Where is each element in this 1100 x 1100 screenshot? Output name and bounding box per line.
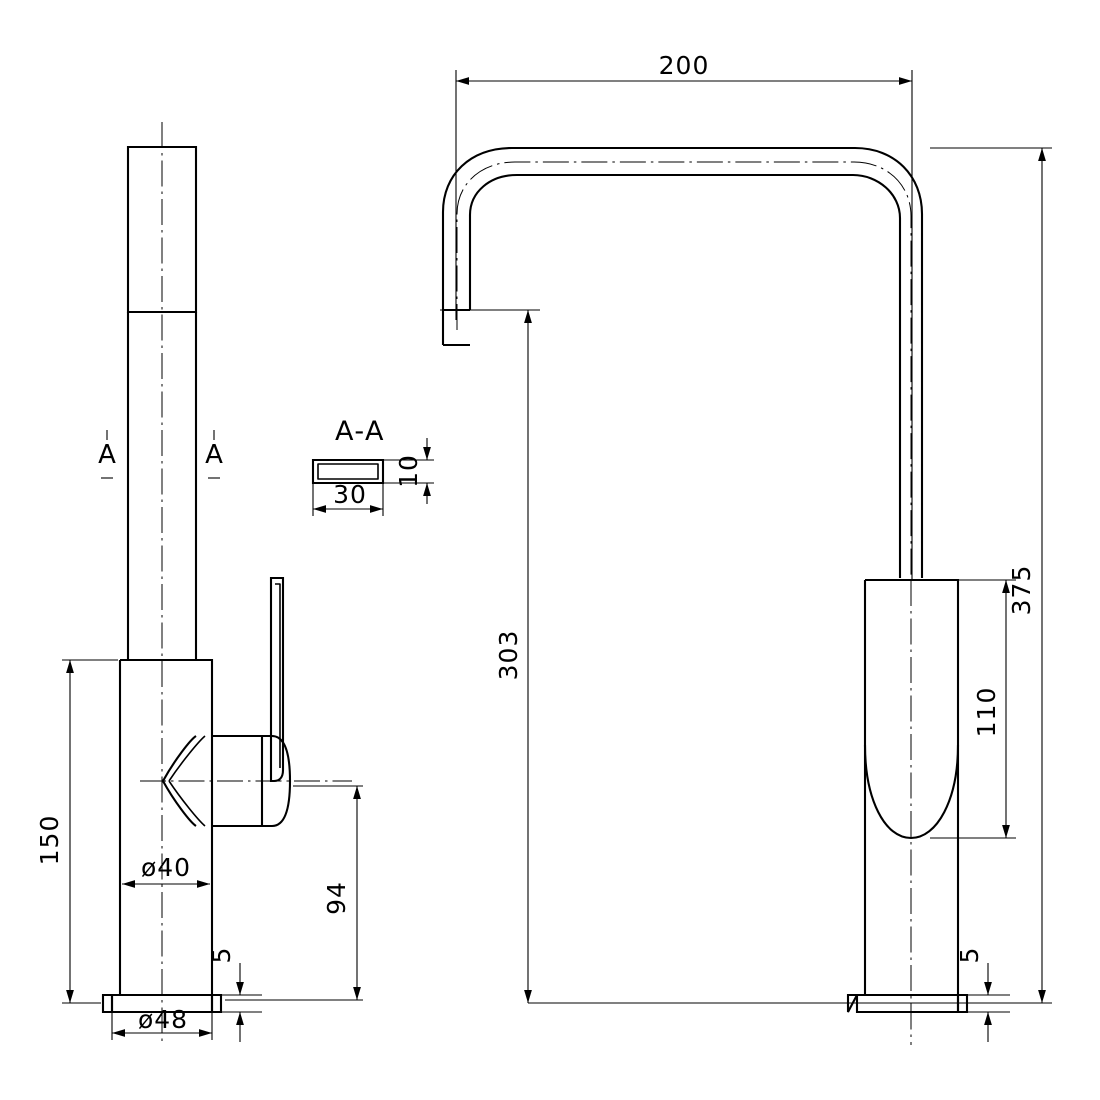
dimension-5-front: 5 [955, 947, 1010, 1042]
dimension-30-text: 30 [333, 480, 367, 509]
section-mark-right: A [205, 430, 223, 479]
section-aa-group: A-A 30 10 [311, 416, 434, 516]
side-view-lever-handle [269, 576, 285, 783]
side-view-spout-column [126, 312, 198, 660]
side-view-body-cylinder [118, 658, 214, 995]
dimension-110: 110 [930, 579, 1016, 839]
side-view-base-flange-left [101, 993, 114, 1014]
section-aa-inner-rect [317, 463, 379, 480]
dimension-5-front-text: 5 [955, 947, 984, 964]
dimension-375: 375 [930, 147, 1052, 1004]
side-view-base-flange-right [210, 993, 223, 1014]
dimension-10: 10 [383, 438, 434, 504]
dimension-303: 303 [440, 309, 540, 1003]
side-view-transition-upper-outer [162, 735, 197, 782]
dimension-d48-text: ø48 [138, 1005, 188, 1034]
dimension-5-side-text: 5 [207, 947, 236, 964]
dimension-94: 94 [225, 785, 363, 1001]
side-view-valve-nose [262, 734, 292, 828]
dimension-200-text: 200 [659, 51, 710, 80]
dimension-30: 30 [312, 480, 384, 516]
section-mark-left: A [98, 430, 116, 479]
dimension-d40: ø40 [122, 853, 210, 888]
section-mark-left-label: A [98, 440, 116, 470]
dimension-110-text: 110 [972, 687, 1001, 738]
side-view-lever-handle-inner [275, 583, 281, 768]
dimension-303-text: 303 [494, 630, 523, 681]
dimension-150: 150 [35, 659, 118, 1004]
dimension-10-text: 10 [394, 454, 423, 488]
dimension-200: 200 [455, 51, 913, 580]
side-view-transition-lower-outer [162, 780, 197, 827]
front-view-spout-outer [441, 146, 924, 578]
section-mark-right-label: A [205, 440, 223, 470]
dimension-d40-text: ø40 [141, 853, 191, 882]
front-view-lever-cutout [863, 744, 960, 840]
section-aa-title: A-A [335, 416, 385, 447]
dimension-94-text: 94 [322, 881, 351, 915]
dimension-d48: ø48 [111, 1005, 213, 1040]
front-view-spout-inner [468, 173, 902, 578]
side-view-group: A A 150 94 ø40 [35, 122, 363, 1045]
dimension-5-side: 5 [207, 947, 262, 1042]
front-view-spout-centerline [456, 161, 912, 578]
dimension-375-text: 375 [1007, 565, 1036, 616]
side-view-transition-upper-inner [168, 735, 206, 782]
front-view-group: 200 303 375 110 5 [440, 51, 1052, 1045]
side-view-transition-lower-inner [168, 780, 206, 827]
dimension-150-text: 150 [35, 815, 64, 866]
